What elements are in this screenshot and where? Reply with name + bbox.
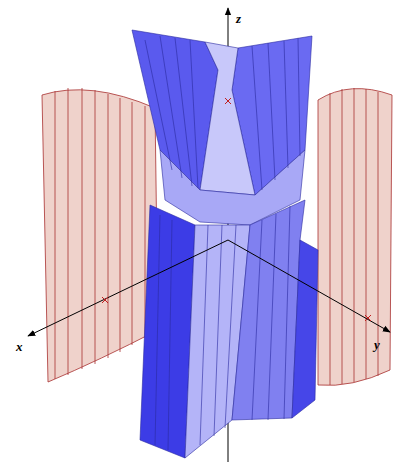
tick-mark (102, 98, 371, 321)
axis-label: x (16, 340, 23, 353)
axis-label: z (236, 12, 241, 25)
axis-label: y (374, 338, 380, 351)
x-axis (28, 240, 228, 336)
y-axis (228, 240, 390, 332)
blue-surface (132, 30, 318, 458)
